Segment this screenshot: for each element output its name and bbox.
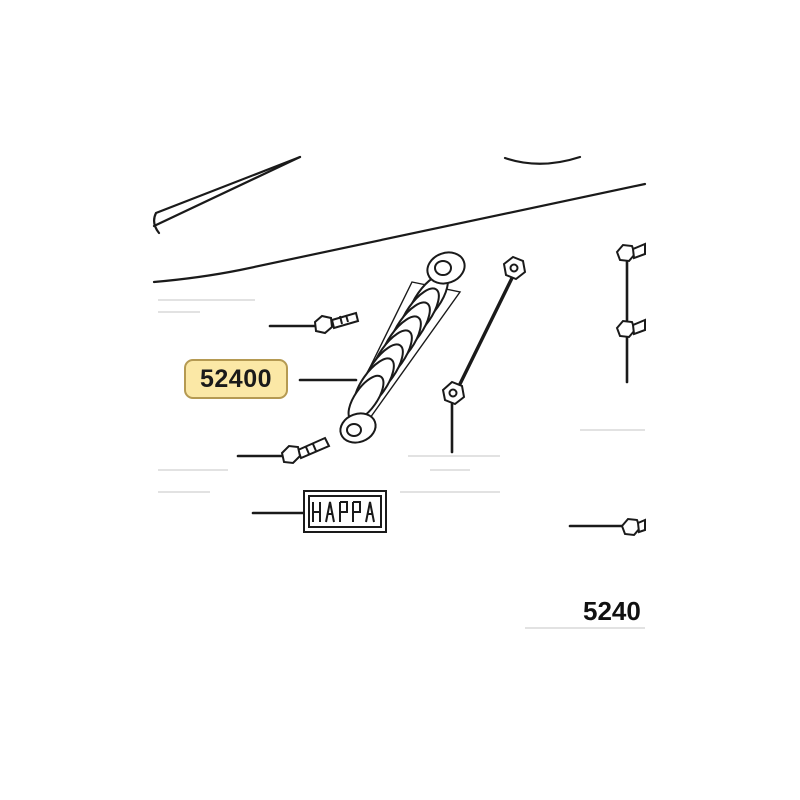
tie-rod-icon — [441, 255, 527, 406]
leader-lines — [236, 260, 629, 528]
part-number-callout-52400[interactable]: 52400 — [184, 359, 288, 399]
part-number-label-clipped[interactable]: 5240 — [583, 596, 641, 626]
right-bolt-middle-icon — [615, 318, 646, 339]
shock-absorber-icon — [339, 251, 466, 444]
right-bolt-upper-icon — [615, 242, 646, 263]
frame-outline — [152, 155, 647, 284]
lower-bolt-icon — [280, 436, 331, 465]
right-bolt-lower-icon — [620, 517, 646, 537]
label-plate-icon — [303, 490, 387, 533]
background-linework — [158, 299, 645, 629]
upper-bolt-icon — [313, 311, 360, 335]
